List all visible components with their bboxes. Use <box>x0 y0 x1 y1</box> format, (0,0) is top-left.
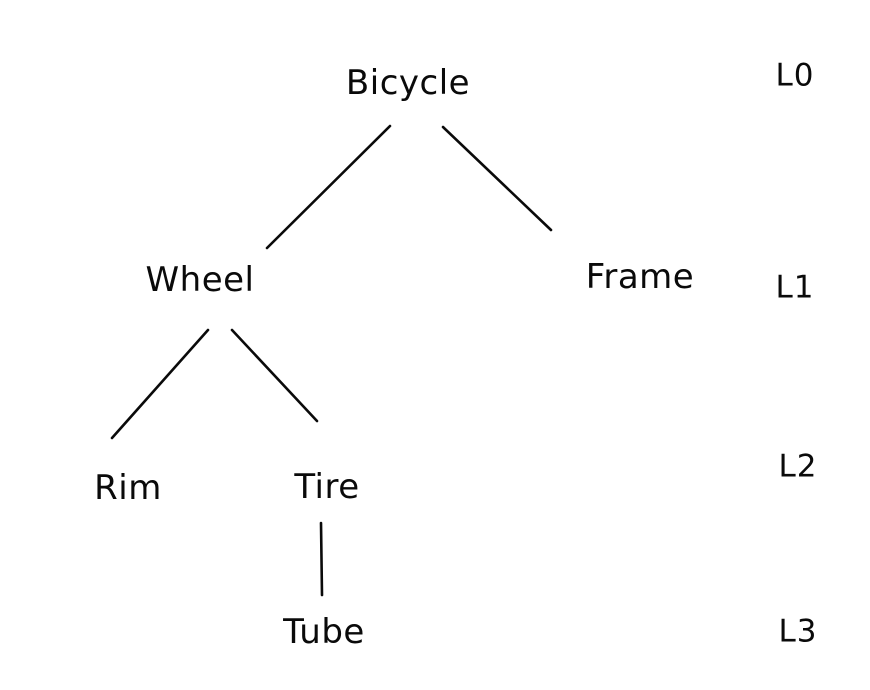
node-label-wheel[interactable]: Wheel <box>145 260 255 300</box>
edge-wheel-rim <box>110 328 210 440</box>
node-label-bicycle[interactable]: Bicycle <box>345 63 471 103</box>
level-label-l0: L0 <box>775 57 815 94</box>
edge-tire-tube <box>319 521 324 597</box>
edge-bicycle-frame <box>441 125 553 232</box>
node-label-frame[interactable]: Frame <box>585 257 695 297</box>
edge-bicycle-wheel <box>265 124 392 250</box>
edge-wheel-tire <box>230 328 319 423</box>
level-label-l1: L1 <box>775 269 815 306</box>
node-label-rim[interactable]: Rim <box>94 468 162 508</box>
level-label-l2: L2 <box>778 448 818 485</box>
node-label-tire[interactable]: Tire <box>294 467 360 507</box>
node-label-tube[interactable]: Tube <box>283 612 365 652</box>
level-label-l3: L3 <box>778 613 818 650</box>
